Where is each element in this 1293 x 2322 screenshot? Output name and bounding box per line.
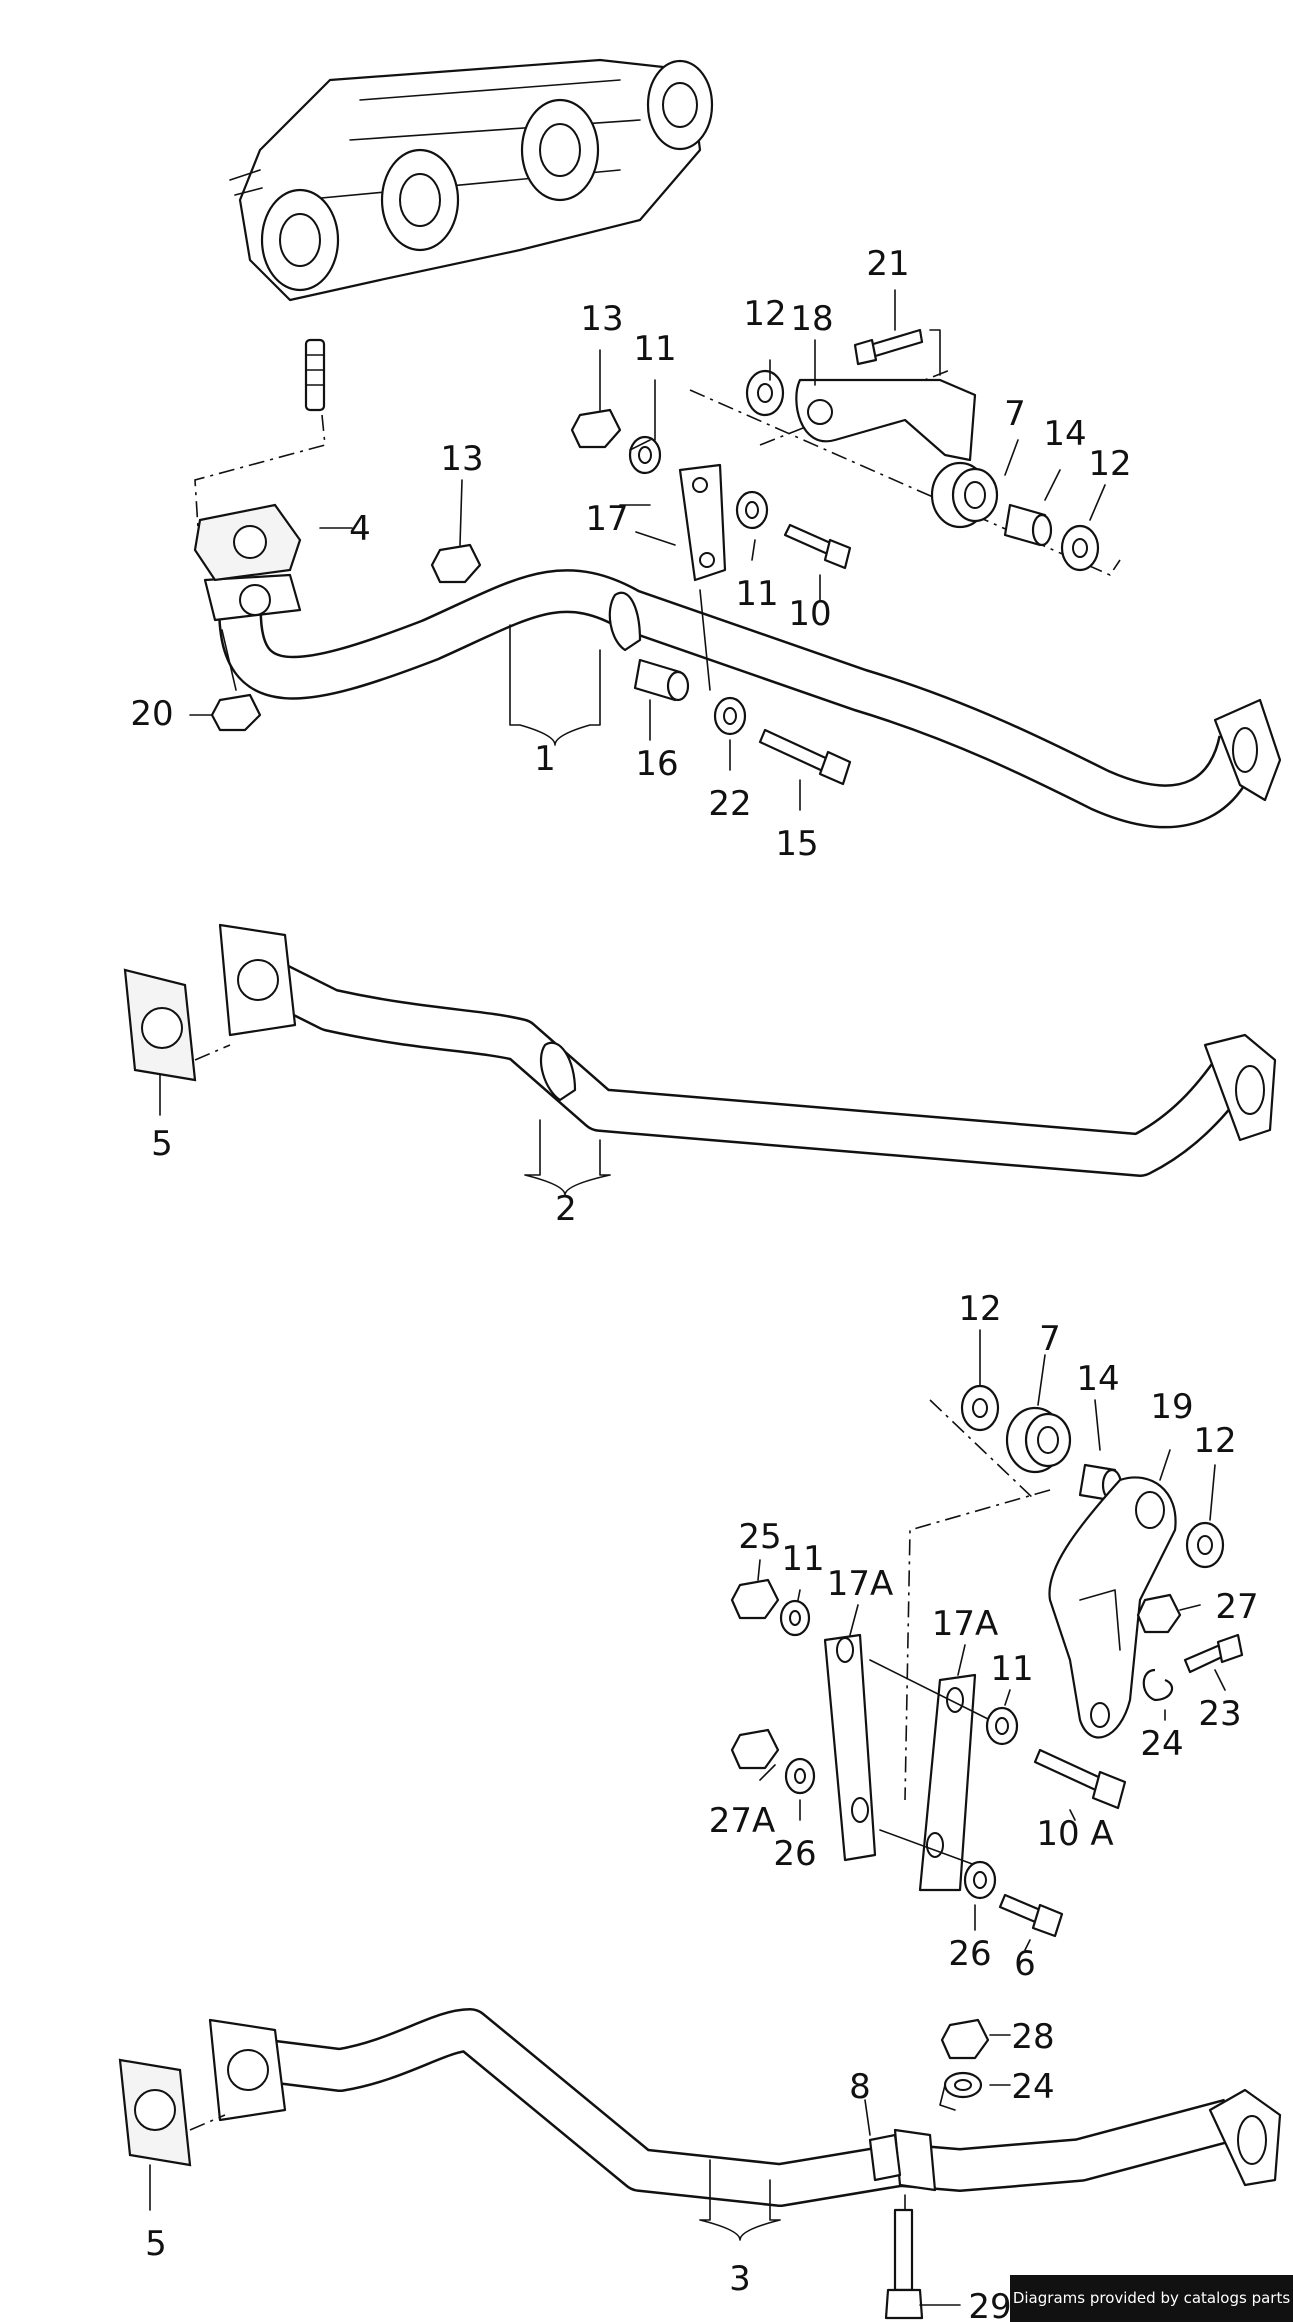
exhaust-manifold <box>229 58 714 302</box>
callout-7-upper: 7 <box>1004 394 1026 434</box>
callout-27a: 27A <box>709 1801 776 1841</box>
callout-26-left: 26 <box>773 1834 816 1874</box>
washer-11-lower-left <box>779 1599 811 1637</box>
callout-16: 16 <box>635 744 678 784</box>
callout-8: 8 <box>849 2067 871 2107</box>
callout-1: 1 <box>534 739 556 779</box>
rubber-mount-7-upper <box>930 461 999 529</box>
washer-11-middle <box>735 490 769 530</box>
callout-21: 21 <box>866 244 909 284</box>
bolt-23 <box>1183 1633 1244 1674</box>
washer-12-lower-left <box>960 1384 1000 1432</box>
callout-4: 4 <box>349 509 371 549</box>
callout-23: 23 <box>1198 1694 1241 1734</box>
washer-26-left <box>784 1757 816 1795</box>
callout-13-lower: 13 <box>440 439 483 479</box>
callout-11-lower-left: 11 <box>781 1539 824 1579</box>
bolt-10a <box>1033 1748 1127 1810</box>
washer-26-right <box>963 1860 997 1900</box>
callout-10a: 10 A <box>1036 1814 1113 1854</box>
nut-27a <box>730 1728 780 1770</box>
nut-27 <box>1136 1593 1182 1634</box>
gasket-4 <box>193 503 302 582</box>
callout-19: 19 <box>1150 1387 1193 1427</box>
callout-10: 10 <box>788 594 831 634</box>
callout-5-lower: 5 <box>145 2224 167 2264</box>
callout-22: 22 <box>708 784 751 824</box>
bolt-10 <box>783 523 852 570</box>
callout-15: 15 <box>775 824 818 864</box>
nut-25 <box>730 1578 780 1620</box>
bolt-21 <box>853 328 924 366</box>
callout-6: 6 <box>1014 1944 1036 1984</box>
bush-16 <box>633 658 690 702</box>
callout-2: 2 <box>555 1189 577 1229</box>
callout-12-lower-right: 12 <box>1193 1421 1236 1461</box>
callout-17: 17 <box>585 499 628 539</box>
bolt-6 <box>998 1893 1064 1938</box>
callout-29: 29 <box>968 2287 1011 2322</box>
callout-5-middle: 5 <box>151 1124 173 1164</box>
callout-11-upper: 11 <box>633 329 676 369</box>
nut-13-upper <box>570 408 622 449</box>
callout-20: 20 <box>130 694 173 734</box>
washer-12-upper-right <box>1060 524 1100 572</box>
callout-11-lower-right: 11 <box>990 1649 1033 1689</box>
bracket-17 <box>678 463 727 582</box>
callout-11-middle: 11 <box>735 574 778 614</box>
callout-14-lower: 14 <box>1076 1359 1119 1399</box>
bolt-29 <box>884 2208 924 2320</box>
front-pipe-2 <box>218 923 1277 1177</box>
callout-12-upper-right: 12 <box>1088 444 1131 484</box>
washer-22 <box>713 696 747 736</box>
callout-17a-right: 17A <box>932 1604 999 1644</box>
callout-12-upper-left: 12 <box>743 294 786 334</box>
callout-26-right: 26 <box>948 1934 991 1974</box>
bracket-8 <box>868 2133 902 2182</box>
nut-28 <box>940 2018 990 2060</box>
nut-20 <box>210 693 262 732</box>
callout-27: 27 <box>1215 1587 1258 1627</box>
callout-24-upper: 24 <box>1140 1724 1183 1764</box>
callout-14-upper: 14 <box>1043 414 1086 454</box>
front-pipe-1 <box>203 569 1282 829</box>
bolt-15 <box>758 728 852 786</box>
washer-11-lower-right <box>985 1706 1019 1746</box>
diagram-credit-badge: Diagrams provided by catalogs parts <box>1010 2275 1293 2322</box>
lock-washer-24-lower <box>943 2071 983 2099</box>
callout-3: 3 <box>729 2259 751 2299</box>
washer-12-lower-right <box>1185 1521 1225 1569</box>
washer-12-upper-left <box>745 369 785 417</box>
lock-washer-24-upper <box>1142 1668 1174 1702</box>
callout-24-lower: 24 <box>1011 2067 1054 2107</box>
spacer-14-upper <box>1003 503 1053 547</box>
bracket-17a-left <box>823 1633 877 1862</box>
stud-bolt <box>304 338 326 412</box>
nut-13-lower <box>430 543 482 584</box>
gasket-5-middle <box>123 968 197 1082</box>
bracket-18 <box>795 378 977 462</box>
callout-7-lower: 7 <box>1039 1319 1061 1359</box>
callout-28: 28 <box>1011 2017 1054 2057</box>
front-pipe-3 <box>208 2008 1282 2207</box>
gasket-5-lower <box>118 2058 192 2167</box>
rubber-mount-7-lower <box>1005 1406 1072 1474</box>
callout-labels: 1 2 3 4 5 5 6 7 7 8 10 10 A 11 11 11 11 … <box>130 244 1258 2322</box>
callout-12-lower-left: 12 <box>958 1289 1001 1329</box>
bracket-19 <box>1048 1476 1177 1739</box>
callout-25: 25 <box>738 1517 781 1557</box>
callout-18: 18 <box>790 299 833 339</box>
bracket-17a-right <box>918 1673 977 1892</box>
callout-17a-left: 17A <box>827 1564 894 1604</box>
callout-13-upper: 13 <box>580 299 623 339</box>
